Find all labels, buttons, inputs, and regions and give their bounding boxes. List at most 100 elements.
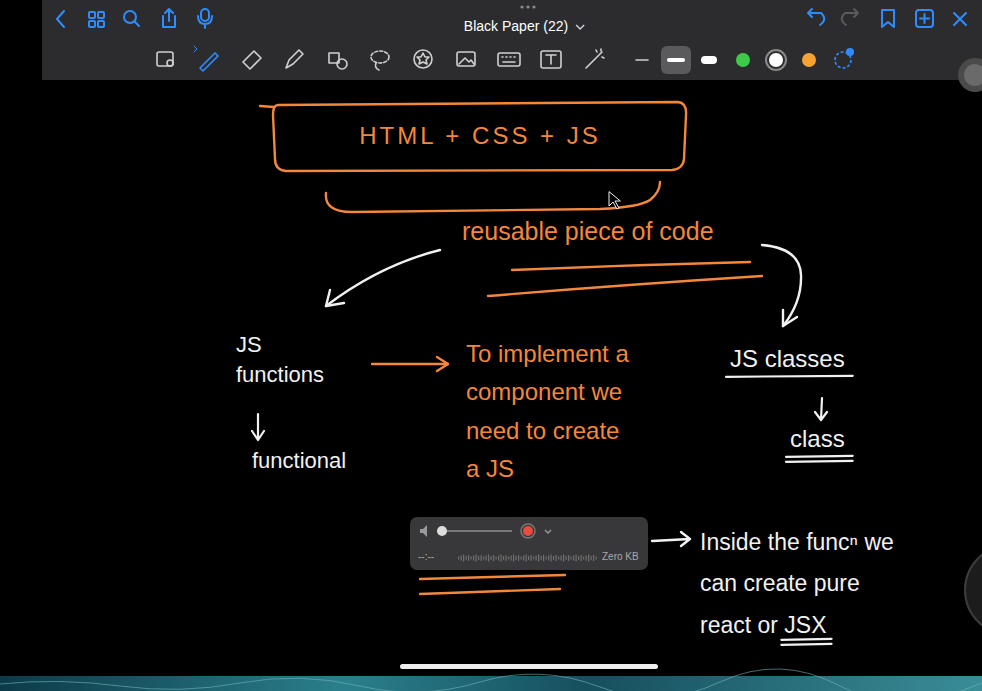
tool-icons-part (194, 46, 197, 52)
handwritten-term: class (790, 425, 845, 454)
nav-icons-part (163, 9, 175, 27)
audio-recorder-widget-part-part (508, 557, 509, 560)
underline (786, 456, 853, 457)
pen-settings-part (846, 48, 854, 56)
hand-drawn-strokes-part (783, 310, 797, 326)
audio-recorder-widget-part-part (511, 556, 512, 561)
audio-recorder-widget-part-part (513, 555, 514, 562)
audio-recorder-widget-part-part (541, 556, 542, 560)
bottom-dock-part (0, 669, 982, 691)
audio-recorder-widget-part-part (593, 555, 594, 561)
tool-icons-part (337, 59, 347, 69)
box-label: HTML + CSS + JS (359, 122, 601, 150)
audio-recorder-widget-part-part (523, 556, 524, 561)
hand-drawn-strokes-part (512, 262, 750, 270)
tool-icons-part (417, 53, 429, 64)
audio-recorder-widget-part-part (498, 556, 499, 561)
document-title: Black Paper (22) (464, 18, 568, 34)
audio-recorder-widget-part-part (488, 555, 489, 562)
audio-recorder-widget-part-part (548, 556, 549, 561)
side-controls-part (964, 64, 982, 86)
side-controls (958, 58, 982, 635)
tool-icons-part (586, 49, 604, 68)
tool-icons-part (457, 52, 475, 66)
side-controls-part (965, 545, 982, 635)
handwritten-note: reusable piece of code (462, 216, 714, 246)
audio-recorder-widget-part-part (561, 556, 562, 561)
audio-recorder-widget-part-part (553, 556, 554, 560)
audio-recorder-widget-part-part (493, 555, 494, 561)
audio-recorder-widget-part-part (481, 555, 482, 561)
audio-recorder-widget-part-part (483, 557, 484, 560)
box-border (260, 102, 686, 171)
top-bar-part (526, 5, 529, 8)
audio-recorder-widget-part-part (596, 557, 597, 560)
pen-settings-part (736, 53, 750, 67)
audio-recorder-widget-part-part (536, 556, 537, 561)
audio-recorder-widget-part-part (556, 555, 557, 561)
audio-recorder-widget-part-part (496, 557, 497, 560)
nav-icons-part (201, 9, 209, 21)
audio-recorder-widget-part-part (466, 556, 467, 560)
tech-stack-box: HTML + CSS + JS (272, 101, 688, 171)
audio-recorder-widget-part (420, 525, 427, 537)
audio-recorder-widget-part-part (463, 555, 464, 562)
underline (781, 644, 831, 645)
nav-icons-part (98, 21, 104, 27)
hand-drawn-strokes-part (815, 398, 827, 420)
audio-recorder-widget-part (521, 524, 535, 538)
audio-recorder-widget-part-part (551, 555, 552, 562)
pen-settings (661, 46, 854, 74)
tool-icons-part (167, 60, 173, 66)
handwritten-term: JS functions (236, 330, 348, 389)
pen-settings-part (701, 56, 717, 64)
audio-recorder-widget-part (458, 555, 597, 562)
nav-icons-part (808, 9, 824, 25)
tool-icons-part (459, 58, 474, 64)
hand-drawn-strokes-part (488, 276, 762, 296)
audio-recorder-widget-part-part (521, 557, 522, 560)
audio-recorder-widget-part-part (516, 556, 517, 560)
hand-drawn-strokes-part (762, 245, 801, 326)
handwritten-note: To implement a component we need to crea… (466, 335, 638, 489)
nav-icons-part (842, 9, 858, 25)
nav-icons-part (57, 11, 64, 27)
file-size-readout: Zero KB (602, 551, 639, 563)
nav-icons-part (920, 14, 929, 23)
audio-recorder-widget-part-part (546, 557, 547, 560)
pen-settings-part (669, 58, 683, 62)
audio-recorder-widget-part-part (458, 557, 459, 560)
hand-drawn-strokes-part (252, 414, 264, 440)
hand-drawn-strokes-part (437, 357, 448, 371)
underline (781, 639, 831, 640)
tool-icons-part (157, 52, 173, 66)
tool-icons-part (375, 63, 379, 70)
audio-recorder-widget-part-part (578, 556, 579, 560)
bottom-dock-part (400, 664, 658, 669)
tool-icons-part (541, 51, 561, 68)
side-controls-part (958, 58, 982, 92)
hand-drawn-strokes-part (652, 532, 690, 546)
top-bar-part (42, 0, 982, 80)
audio-recorder-widget-part-part (503, 556, 504, 560)
tool-icons-part (200, 53, 218, 71)
handwritten-note: Inside the funcⁿ we can create pure reac… (700, 522, 915, 646)
audio-recorder-widget-part-part (568, 555, 569, 561)
top-bar-part (532, 5, 535, 8)
nav-icons-part (916, 10, 933, 27)
bottom-dock (0, 664, 982, 691)
nav-icons-part (89, 21, 95, 27)
tool-icons-part (243, 51, 261, 69)
audio-recorder-widget-part (437, 530, 512, 532)
underline (726, 376, 853, 377)
nav-icons-part (135, 22, 140, 27)
tool-icons-part (414, 50, 432, 68)
audio-recorder-widget-part (437, 526, 447, 536)
audio-recorder-widget-part-part (538, 555, 539, 562)
audio-recorder-widget-part (410, 517, 648, 570)
nav-icons-part (89, 12, 95, 18)
hand-drawn-strokes-part (326, 290, 344, 306)
audio-recorder-widget-part-part (588, 555, 589, 562)
audio-recorder-widget-part-part (543, 555, 544, 561)
audio-recorder-widget-part-part (581, 555, 582, 561)
